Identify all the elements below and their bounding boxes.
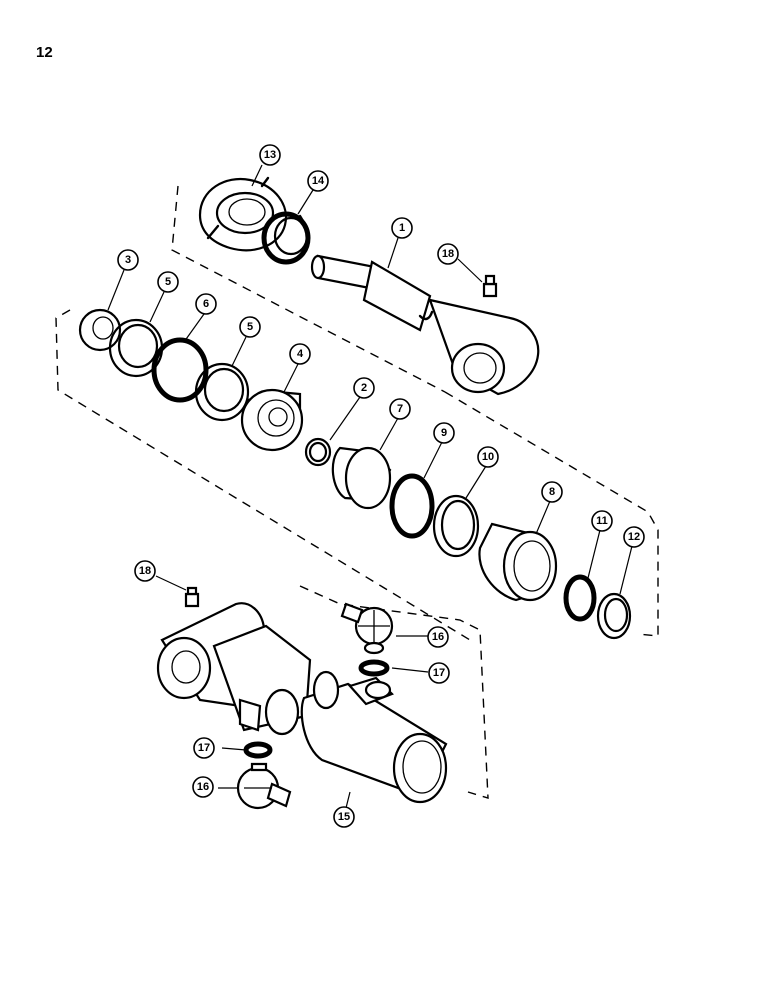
svg-text:16: 16 bbox=[432, 631, 444, 643]
part-2-o-ring bbox=[304, 437, 332, 467]
svg-text:4: 4 bbox=[297, 348, 304, 360]
part-8-gland bbox=[478, 522, 558, 602]
svg-text:2: 2 bbox=[361, 382, 367, 394]
svg-text:5: 5 bbox=[247, 321, 253, 333]
callout-16-upper: 16 bbox=[427, 626, 449, 648]
part-17-washer-upper bbox=[358, 659, 390, 677]
part-12-wiper-ring bbox=[596, 592, 632, 640]
svg-text:6: 6 bbox=[203, 298, 209, 310]
svg-text:1: 1 bbox=[399, 222, 405, 234]
callout-5-right: 5 bbox=[239, 316, 261, 338]
part-9-o-ring bbox=[389, 473, 435, 539]
callout-14: 14 bbox=[307, 170, 329, 192]
part-6-o-ring bbox=[151, 337, 209, 403]
part-7-bushing bbox=[331, 446, 392, 510]
part-17-washer-lower bbox=[243, 741, 273, 759]
part-13-split-collar bbox=[198, 176, 288, 252]
callout-1: 1 bbox=[391, 217, 413, 239]
svg-text:5: 5 bbox=[165, 276, 171, 288]
part-3-nut bbox=[78, 308, 122, 352]
callout-12: 12 bbox=[623, 526, 645, 548]
callout-3: 3 bbox=[117, 249, 139, 271]
callout-16-lower: 16 bbox=[192, 776, 214, 798]
svg-text:18: 18 bbox=[139, 565, 151, 577]
part-18-grease-fitting-bottom bbox=[184, 586, 200, 608]
part-18-grease-fitting-top bbox=[482, 274, 498, 298]
svg-text:14: 14 bbox=[312, 175, 325, 187]
part-14-split-ring bbox=[261, 211, 311, 265]
part-11-o-ring bbox=[563, 574, 597, 622]
svg-text:9: 9 bbox=[441, 427, 447, 439]
svg-text:3: 3 bbox=[125, 254, 131, 266]
svg-text:15: 15 bbox=[338, 811, 350, 823]
part-15-cylinder-body bbox=[156, 602, 448, 804]
part-4-piston bbox=[240, 388, 304, 452]
svg-text:7: 7 bbox=[397, 403, 403, 415]
leader-lines bbox=[107, 164, 633, 809]
callout-17-lower: 17 bbox=[193, 737, 215, 759]
callout-7: 7 bbox=[389, 398, 411, 420]
callout-15: 15 bbox=[333, 806, 355, 828]
callout-5-left: 5 bbox=[157, 271, 179, 293]
svg-text:13: 13 bbox=[264, 149, 276, 161]
svg-text:8: 8 bbox=[549, 486, 555, 498]
callout-8: 8 bbox=[541, 481, 563, 503]
part-16-elbow-fitting-upper bbox=[340, 602, 394, 655]
part-5-backup-ring-right bbox=[194, 362, 250, 422]
part-16-elbow-fitting-lower bbox=[236, 762, 292, 810]
svg-text:10: 10 bbox=[482, 451, 494, 463]
callout-10: 10 bbox=[477, 446, 499, 468]
svg-text:16: 16 bbox=[197, 781, 209, 793]
callout-17-upper: 17 bbox=[428, 662, 450, 684]
svg-text:17: 17 bbox=[433, 667, 445, 679]
svg-text:11: 11 bbox=[596, 515, 608, 527]
dashed-group-outlines bbox=[55, 185, 659, 799]
svg-text:17: 17 bbox=[198, 742, 210, 754]
callout-18-bottom: 18 bbox=[134, 560, 156, 582]
callout-2: 2 bbox=[353, 377, 375, 399]
callout-6: 6 bbox=[195, 293, 217, 315]
callout-11: 11 bbox=[591, 510, 613, 532]
callout-9: 9 bbox=[433, 422, 455, 444]
part-10-backup-ring bbox=[432, 494, 480, 558]
part-1-piston-rod bbox=[310, 254, 540, 396]
callout-13: 13 bbox=[259, 144, 281, 166]
page-number: 12 bbox=[36, 44, 53, 61]
svg-text:12: 12 bbox=[628, 531, 640, 543]
callout-18-top: 18 bbox=[437, 243, 459, 265]
callout-4: 4 bbox=[289, 343, 311, 365]
svg-text:18: 18 bbox=[442, 248, 454, 260]
